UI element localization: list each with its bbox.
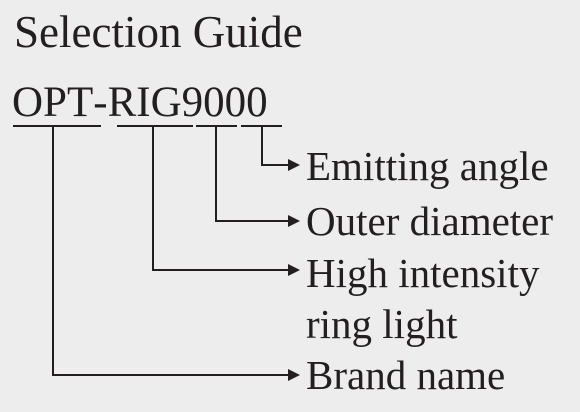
arrowhead-brand-name [288,369,300,381]
code-type-segment: RIG [107,79,182,126]
label-high-intensity: High intensity [306,250,540,296]
code-brand-segment: OPT [12,79,94,126]
code-angle-segment: 00 [224,79,268,126]
arrowhead-emitting-angle [288,159,300,171]
leader-ring-light [152,126,292,271]
code-diameter-segment: 90 [181,79,225,126]
label-brand-name: Brand name [306,352,506,398]
leader-brand-name [52,126,292,376]
page-title: Selection Guide [14,7,303,57]
leader-outer-diameter [215,126,292,222]
label-outer-diameter: Outer diameter [306,198,554,244]
leader-emitting-angle [261,126,292,166]
arrowhead-outer-diameter [288,215,300,227]
model-code: OPT-RIG9000 [12,81,268,124]
code-dash: - [93,79,108,126]
arrowhead-ring-light [288,264,300,276]
label-emitting-angle: Emitting angle [306,143,549,189]
label-ring-light: ring light [306,301,458,347]
